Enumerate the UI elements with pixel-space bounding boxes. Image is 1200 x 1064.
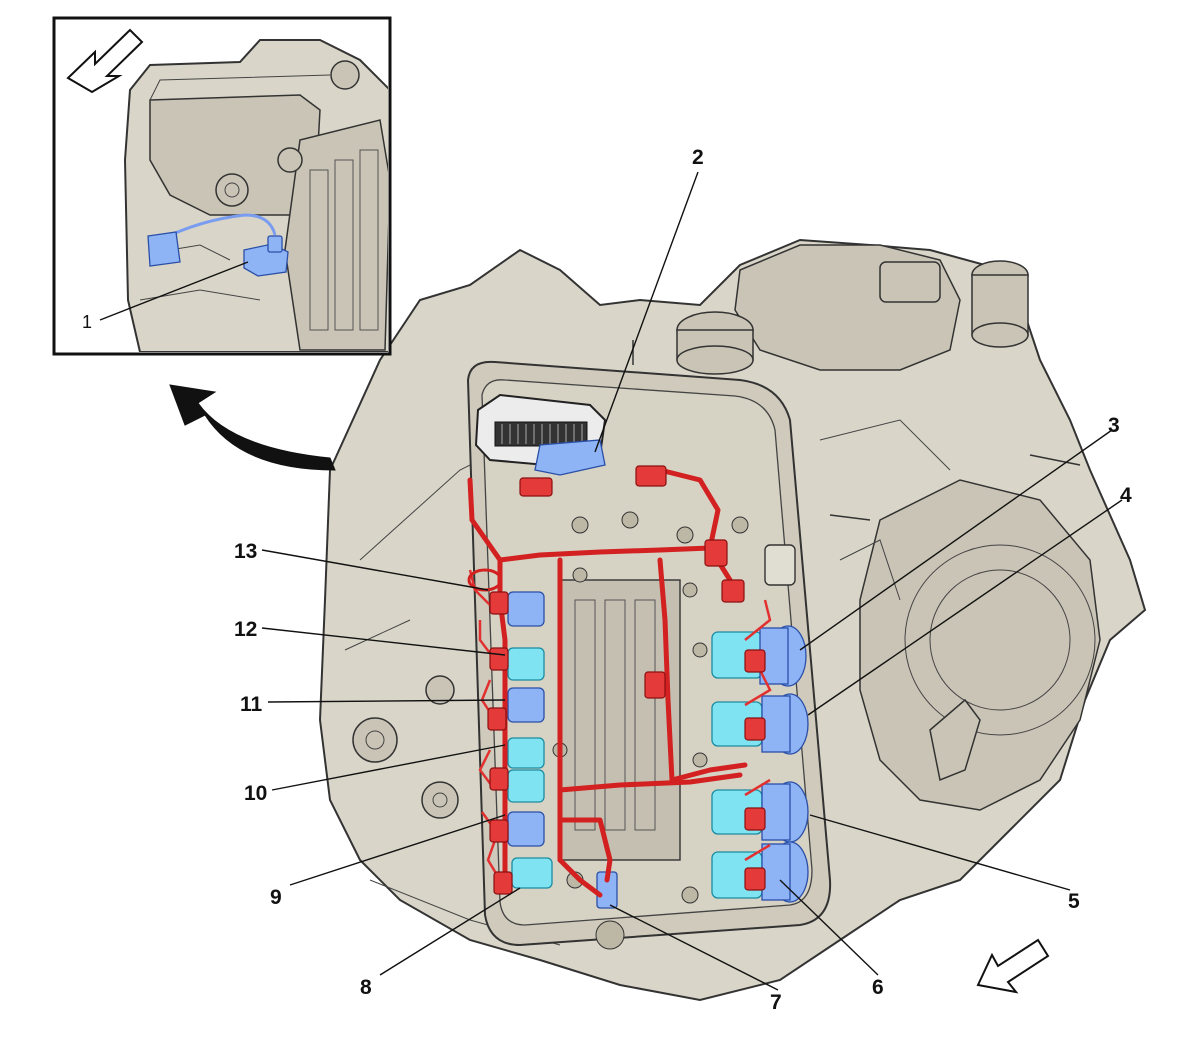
solenoid-13 [507,591,545,627]
callout-11: 11 [240,693,263,716]
callout-2: 2 [692,146,704,169]
callout-13: 13 [234,540,257,563]
solenoid-12 [507,647,545,681]
callout-6: 6 [872,976,884,999]
solenoid-8 [511,857,553,889]
callout-4: 4 [1120,484,1132,507]
solenoid-11 [507,687,545,723]
callout-5: 5 [1068,890,1080,913]
callout-10: 10 [244,782,267,805]
direction-arrow-icon [66,28,144,94]
direction-arrow-icon [976,938,1050,994]
leader-lines [99,171,1123,991]
callout-1: 1 [82,312,92,332]
solenoid-9a [507,769,545,803]
callout-12: 12 [234,618,257,641]
callout-8: 8 [360,976,372,999]
callout-3: 3 [1108,414,1120,437]
callout-7: 7 [770,991,782,1014]
wiring-harness [467,465,772,898]
solenoids [507,591,809,909]
solenoid-9b [507,811,545,847]
curved-arrow-icon [169,384,336,471]
solenoid-10 [507,737,545,769]
callout-labels: 1 2 3 4 5 6 7 8 9 10 11 12 13 [82,146,1132,1014]
callout-9: 9 [270,886,282,909]
inset-view [52,16,392,356]
solenoid-4 [711,693,809,755]
